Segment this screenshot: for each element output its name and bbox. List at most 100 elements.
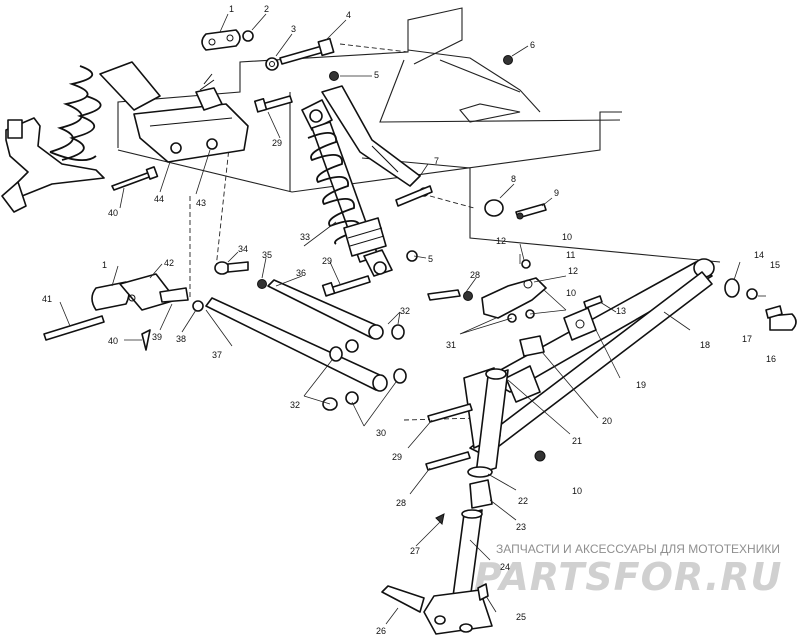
callout-13: 13 — [616, 306, 626, 316]
washer-12-top — [521, 259, 531, 269]
nut-39 — [159, 287, 189, 303]
bushing-30-a — [345, 339, 359, 353]
callout-35: 35 — [262, 250, 272, 260]
left-ski-stub — [1, 181, 27, 213]
callout-15: 15 — [770, 260, 780, 270]
callout-34: 34 — [238, 244, 248, 254]
callout-5: 5 — [374, 70, 379, 80]
bushing-32-a — [391, 324, 405, 340]
watermark-caption: ЗАПЧАСТИ И АКСЕССУАРЫ ДЛЯ МОТОТЕХНИКИ — [496, 542, 780, 556]
callout-17: 17 — [742, 334, 752, 344]
callout-26: 26 — [376, 626, 386, 636]
callout-27: 27 — [410, 546, 420, 556]
nut-6 — [503, 55, 513, 65]
callout-1: 1 — [229, 4, 234, 14]
callout-12: 12 — [568, 266, 578, 276]
callout-44: 44 — [154, 194, 164, 204]
bolt-28-spindle — [425, 451, 471, 471]
shock-bottom-eye — [373, 261, 387, 275]
left-shock-mount — [99, 61, 161, 111]
nut-5-top — [329, 71, 339, 81]
callout-28-upper: 28 — [470, 270, 480, 280]
callout-19: 19 — [636, 380, 646, 390]
nut-2 — [242, 30, 254, 42]
right-hardware — [583, 278, 797, 331]
bolt-29-spindle — [427, 403, 473, 423]
callout-33: 33 — [300, 232, 310, 242]
callout-23: 23 — [516, 522, 526, 532]
bracket-42 — [43, 273, 204, 351]
callout-37: 37 — [212, 350, 222, 360]
nut-5-lower — [406, 250, 418, 262]
left-spindle-top — [7, 119, 23, 139]
nut-10-lower — [534, 450, 546, 462]
callout-4: 4 — [346, 10, 351, 20]
callout-7: 7 — [434, 156, 439, 166]
left-spring-coil — [61, 95, 102, 161]
shock-absorber-33 — [301, 99, 393, 277]
bracket-20 — [519, 335, 545, 357]
callout-31: 31 — [446, 340, 456, 350]
callout-28: 28 — [396, 498, 406, 508]
callout-16: 16 — [766, 354, 776, 364]
bushing-8 — [484, 199, 504, 217]
rear-left-suspension — [1, 61, 161, 213]
watermark: PARTSFOR.RU ЗАПЧАСТИ И АКСЕССУАРЫ ДЛЯ МО… — [474, 542, 782, 599]
callout-32-upper: 32 — [400, 306, 410, 316]
nut-17 — [765, 305, 783, 319]
bushing-32-b — [329, 346, 343, 362]
callout-24: 24 — [500, 562, 510, 572]
callout-12-upper: 12 — [496, 236, 506, 246]
callout-8: 8 — [511, 174, 516, 184]
watermark-logo: PARTSFOR.RU — [474, 555, 782, 599]
callout-29-lower: 29 — [322, 256, 332, 266]
callout-10-lower: 10 — [572, 486, 582, 496]
callout-11: 11 — [566, 250, 575, 260]
callout-18: 18 — [700, 340, 710, 350]
callout-29-upper: 29 — [272, 138, 282, 148]
callout-38: 38 — [176, 334, 186, 344]
callout-21: 21 — [572, 436, 582, 446]
callout-40-upper: 40 — [108, 208, 118, 218]
bushing-30-b — [345, 391, 359, 405]
bolt-41 — [43, 315, 105, 341]
bolt-34 — [214, 261, 249, 275]
bolt-13 — [583, 295, 603, 309]
callout-6: 6 — [530, 40, 535, 50]
shaft-36 — [267, 279, 384, 340]
shock-body — [343, 217, 387, 257]
left-spring — [49, 65, 97, 162]
bushing-32-c — [393, 368, 407, 384]
callout-10-right: 10 — [566, 288, 576, 298]
bushing-21 — [485, 368, 507, 380]
nut-43 — [206, 138, 218, 150]
bolt-29-lower — [321, 275, 371, 297]
washer-38 — [192, 300, 204, 312]
callout-22: 22 — [518, 496, 528, 506]
link-plate-1 — [201, 29, 241, 51]
callout-9: 9 — [554, 188, 559, 198]
bolt-16 — [769, 313, 797, 331]
upper-shock-bracket — [133, 73, 249, 163]
callout-labels: 1 2 3 4 5 6 7 8 9 10 11 12 13 14 15 16 1… — [42, 4, 780, 636]
washer-3 — [265, 57, 279, 71]
callout-20: 20 — [602, 416, 612, 426]
parts-8-9 — [484, 199, 547, 220]
callout-2: 2 — [264, 4, 269, 14]
callout-1-lower: 1 — [102, 260, 107, 270]
bolt-25 — [477, 583, 489, 601]
top-hardware — [201, 29, 513, 81]
callout-30: 30 — [376, 428, 386, 438]
bolt-4 — [279, 45, 325, 65]
washer-22 — [467, 466, 493, 478]
left-a-arm — [5, 117, 105, 197]
callout-10: 10 — [562, 232, 572, 242]
callout-32: 32 — [290, 400, 300, 410]
a-arm-18 — [469, 258, 715, 457]
bolt-40-upper — [111, 166, 159, 191]
washer-12-left — [507, 313, 517, 323]
washer-14 — [724, 278, 740, 298]
nut-35 — [257, 279, 267, 289]
shaft-37 — [205, 297, 388, 392]
